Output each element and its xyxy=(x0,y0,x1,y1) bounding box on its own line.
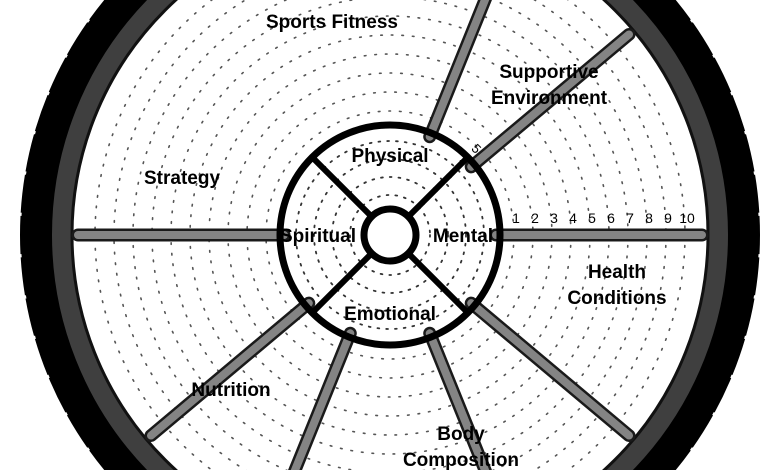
rim-band xyxy=(52,0,728,470)
spoke-health-conditions[interactable] xyxy=(467,299,634,440)
tire-tread-block xyxy=(686,365,732,413)
tire-tread-block xyxy=(727,215,760,255)
quadrant-label-mental: Mental xyxy=(433,226,493,247)
tire-tread-block xyxy=(129,0,148,9)
tire-tread-block xyxy=(129,461,148,470)
outer-scale-tick: 9 xyxy=(664,210,672,226)
tire-tread-block xyxy=(686,57,732,105)
spoke-nutrition[interactable] xyxy=(273,329,355,470)
tire-tread-block xyxy=(723,255,760,296)
quadrant-divider-2 xyxy=(310,249,376,315)
tire-tread-block xyxy=(48,57,94,105)
tire-tread-block xyxy=(715,134,755,177)
quadrant-divider-1 xyxy=(404,249,470,315)
tire-tread-block xyxy=(666,399,714,448)
tire-tread-block xyxy=(89,0,137,39)
outer-scale-tick: 8 xyxy=(645,210,653,226)
inner-circle xyxy=(276,121,504,349)
tire-tread-block xyxy=(19,215,53,255)
outer-scale-tick: 2 xyxy=(531,210,539,226)
quadrant-label-emotional: Emotional xyxy=(344,304,436,325)
hub xyxy=(360,205,420,265)
spoke-sports-fitness[interactable] xyxy=(425,0,507,141)
spokes xyxy=(71,0,709,470)
outer-scale-tick: 10 xyxy=(679,210,695,226)
dotted-ring-inner xyxy=(349,194,431,276)
spoke-spoke-lower-right[interactable] xyxy=(146,299,313,440)
tire-tread-block xyxy=(702,94,746,140)
tire-tread-block xyxy=(66,22,114,71)
quadrant-divider-3 xyxy=(310,155,376,221)
inner-circle-edge xyxy=(276,121,504,349)
outer-scale-tick: 5 xyxy=(588,210,596,226)
spoke-label-nutrition: Nutrition xyxy=(191,380,270,401)
tire-tread-block xyxy=(643,431,691,470)
tire-tread-block xyxy=(643,0,691,39)
spoke-label-strategy: Strategy xyxy=(144,168,220,189)
tire-tread-block xyxy=(666,22,714,71)
spoke-supportive-environment[interactable] xyxy=(467,30,634,171)
spoke-label-sports-fitness: Sports Fitness xyxy=(266,12,398,33)
tire-tread-block xyxy=(66,399,114,448)
dotted-ring-inner xyxy=(331,176,449,294)
outer-scale-tick: 6 xyxy=(607,210,615,226)
dotted-ring-inner xyxy=(295,140,485,330)
tire-tread-block xyxy=(34,94,78,140)
quadrant-divider-0 xyxy=(404,155,470,221)
tire-tread-block xyxy=(723,174,760,215)
tire-tread-block xyxy=(48,365,94,413)
tire-tread-block xyxy=(632,461,651,470)
outer-scale-tick: 7 xyxy=(626,210,634,226)
tire-tread-block xyxy=(25,293,65,336)
quadrant-label-spiritual: Spiritual xyxy=(280,226,356,247)
quadrant-label-physical: Physical xyxy=(351,146,428,167)
tire-tread xyxy=(19,0,760,470)
outer-scale-tick: 4 xyxy=(569,210,577,226)
outer-scale-tick: 1 xyxy=(512,210,520,226)
dotted-ring-inner xyxy=(313,158,467,312)
tire-tread-block xyxy=(702,330,746,376)
tire-tread-block xyxy=(632,0,651,9)
tire-tread-block xyxy=(89,431,137,470)
tire-tread-block xyxy=(20,255,57,296)
tire-tread-block xyxy=(20,174,57,215)
tire-tread-block xyxy=(715,293,755,336)
outer-scale-tick: 3 xyxy=(550,210,558,226)
tire-tread-block xyxy=(34,330,78,376)
spoke-body-composition[interactable] xyxy=(425,329,507,470)
tire-tread-block xyxy=(25,134,65,177)
